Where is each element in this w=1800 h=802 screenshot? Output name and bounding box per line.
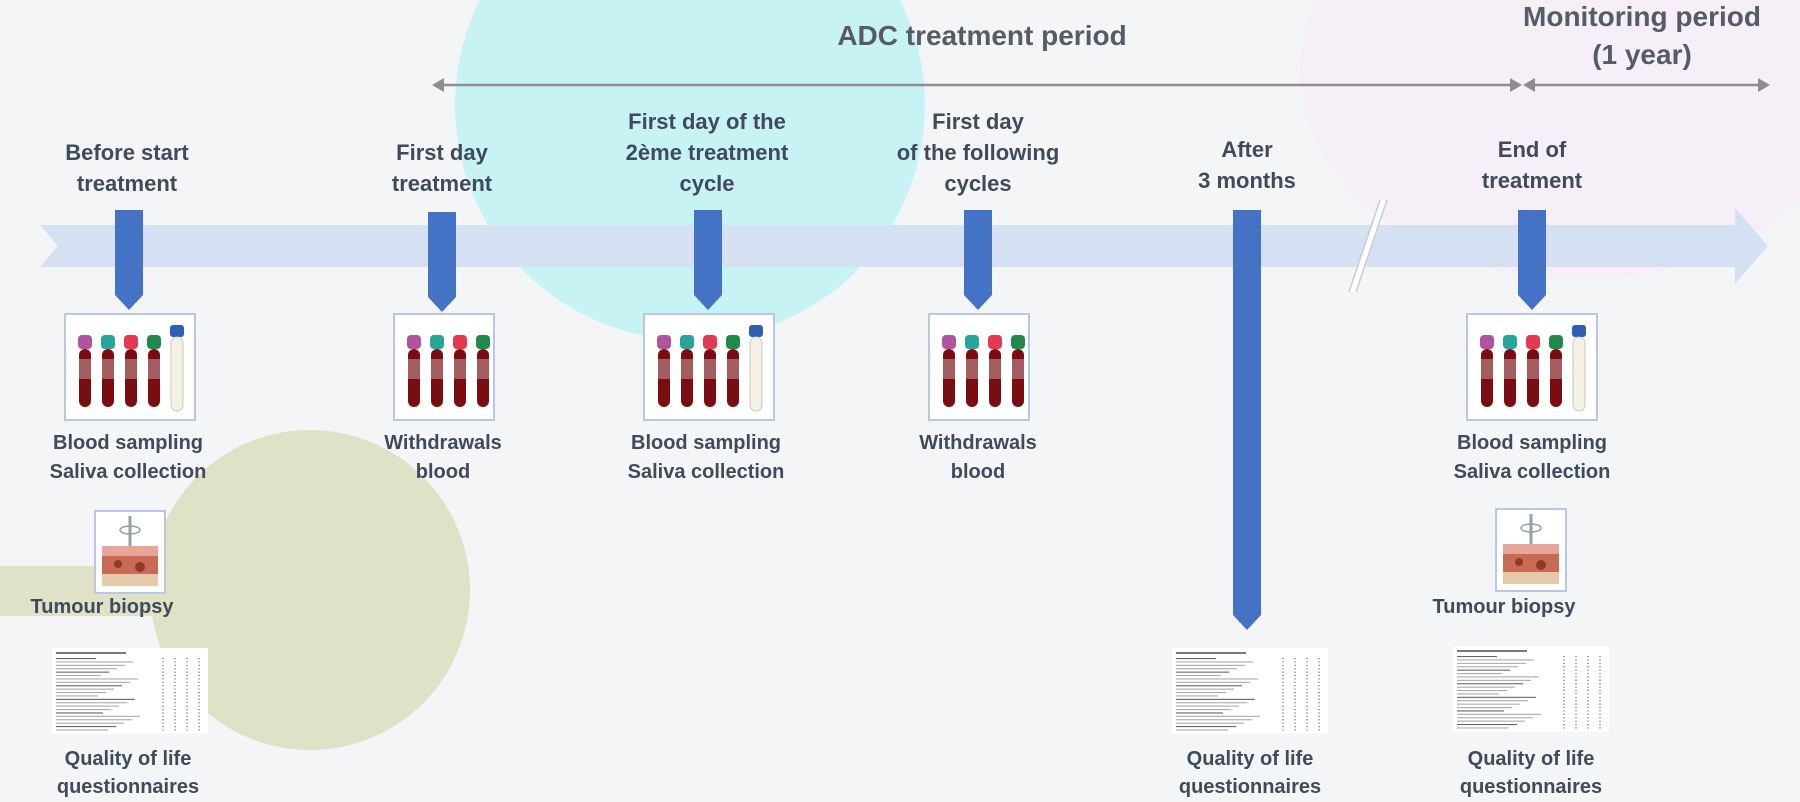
sample-label-line2: Saliva collection xyxy=(49,461,207,483)
monitoring-period-title: Monitoring period xyxy=(1523,1,1761,32)
blood-tubes-image xyxy=(928,313,1030,421)
timepoint-following-cycles-line1: First day xyxy=(932,109,1024,134)
timepoint-following-cycles-line2: of the following xyxy=(896,140,1060,165)
blood-tubes-image xyxy=(393,313,495,421)
timepoint-before-start-line2: treatment xyxy=(76,171,178,196)
pointer-following-cycles xyxy=(964,210,992,310)
tumour-biopsy-image xyxy=(94,510,166,594)
questionnaire-sheet-image xyxy=(1453,646,1609,732)
sample-label-line2: Saliva collection xyxy=(627,461,785,483)
pointer-end-of-treatment xyxy=(1518,210,1546,310)
pointer-second-cycle xyxy=(694,210,722,310)
pointer-before-start xyxy=(115,210,143,310)
sample-label-line1: Blood sampling xyxy=(631,432,781,454)
timepoint-second-cycle-line3: cycle xyxy=(679,171,735,196)
timepoint-end-of-treatment-line2: treatment xyxy=(1481,168,1583,193)
monitoring-period-duration: (1 year) xyxy=(1592,39,1692,70)
timepoint-first-day-line2: treatment xyxy=(391,171,493,196)
timepoint-second-cycle-line2: 2ème treatment xyxy=(625,140,789,165)
sample-label-line2: Saliva collection xyxy=(1453,461,1611,483)
questionnaire-label-line2: questionnaires xyxy=(1459,776,1603,798)
sample-label-line1: Withdrawals xyxy=(384,432,502,454)
questionnaire-label-line2: questionnaires xyxy=(56,776,200,798)
timepoint-after-3-months-line2: 3 months xyxy=(1198,168,1296,193)
pointer-after-3-months xyxy=(1233,210,1261,630)
timepoint-end-of-treatment-line1: End of xyxy=(1497,137,1567,162)
timepoint-first-day-line1: First day xyxy=(396,140,488,165)
questionnaire-label-line1: Quality of life xyxy=(1186,748,1314,770)
questionnaire-label-line1: Quality of life xyxy=(1467,748,1595,770)
sample-label-line1: Withdrawals xyxy=(919,432,1037,454)
blood-tubes-image xyxy=(643,313,775,421)
tumour-biopsy-label: Tumour biopsy xyxy=(1432,596,1576,618)
timepoint-second-cycle-line1: First day of the xyxy=(628,109,786,134)
adc-period-title: ADC treatment period xyxy=(837,20,1127,51)
sample-label-line1: Blood sampling xyxy=(1457,432,1607,454)
tumour-biopsy-label: Tumour biopsy xyxy=(30,596,174,618)
pointer-first-day xyxy=(428,212,456,312)
questionnaire-label-line1: Quality of life xyxy=(64,748,192,770)
timepoint-following-cycles-line3: cycles xyxy=(944,171,1012,196)
sample-label-line2: blood xyxy=(950,461,1006,483)
tumour-biopsy-image xyxy=(1495,508,1567,592)
questionnaire-label-line2: questionnaires xyxy=(1178,776,1322,798)
questionnaire-sheet-image xyxy=(1172,648,1328,734)
blood-tubes-image xyxy=(1466,313,1598,421)
sample-label-line2: blood xyxy=(415,461,471,483)
questionnaire-sheet-image xyxy=(52,648,208,734)
blood-tubes-image xyxy=(64,313,196,421)
sample-label-line1: Blood sampling xyxy=(53,432,203,454)
timepoint-before-start-line1: Before start xyxy=(65,140,189,165)
timepoint-after-3-months-line1: After xyxy=(1221,137,1273,162)
